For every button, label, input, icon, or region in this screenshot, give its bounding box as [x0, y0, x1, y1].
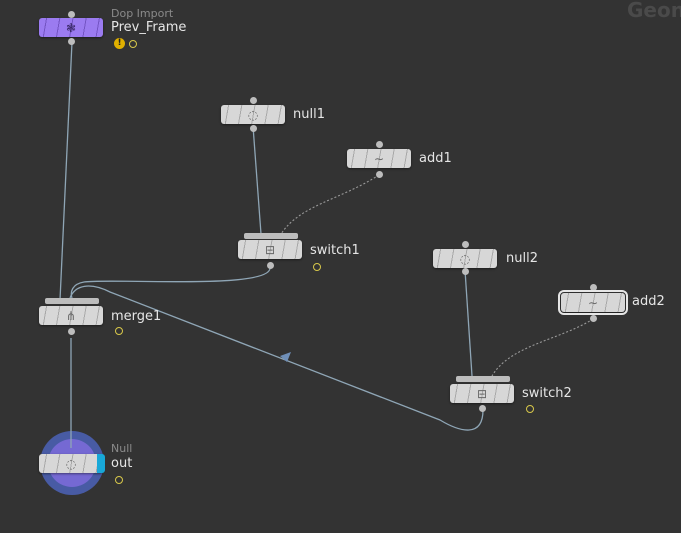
node-name-label[interactable]: Prev_Frame [111, 20, 187, 35]
bypass-flag-icon[interactable] [526, 405, 534, 413]
node-name-label[interactable]: switch1 [310, 243, 360, 258]
node-switch1[interactable]: ⊟ [238, 240, 302, 259]
network-context-label: Geon [627, 0, 681, 22]
switch-icon: ⊟ [264, 242, 276, 257]
node-merge1[interactable]: ⋔ [39, 306, 103, 325]
null-circle-icon: ◌ [247, 107, 259, 122]
node-name-label[interactable]: out [111, 456, 133, 471]
node-name-label[interactable]: null1 [293, 107, 325, 122]
node-type-label: Dop Import [111, 7, 174, 20]
dop-import-icon: ❃ [65, 20, 77, 35]
add-wave-icon: ∼ [373, 151, 385, 166]
node-out[interactable]: ◌ [39, 454, 103, 473]
display-flag-icon[interactable] [97, 454, 105, 473]
null2-input-port[interactable] [462, 241, 469, 248]
node-name-label[interactable]: merge1 [111, 309, 162, 324]
node-add2[interactable]: ∼ [558, 290, 628, 315]
switch1-output-port[interactable] [267, 262, 274, 269]
node-name-label[interactable]: null2 [506, 251, 538, 266]
null1-input-port[interactable] [250, 97, 257, 104]
node-null2[interactable]: ◌ [433, 249, 497, 268]
switch2-output-port[interactable] [479, 405, 486, 412]
switch-icon: ⊟ [476, 386, 488, 401]
bypass-flag-icon[interactable] [313, 263, 321, 271]
add1-output-port[interactable] [376, 171, 383, 178]
add2-output-port[interactable] [590, 315, 597, 322]
warning-icon[interactable]: ! [114, 38, 125, 49]
wire-null1-switch1[interactable] [252, 125, 262, 235]
null2-output-port[interactable] [462, 268, 469, 275]
merge1-input-bar[interactable] [45, 298, 99, 304]
node-null1[interactable]: ◌ [221, 105, 285, 124]
switch1-input-bar[interactable] [244, 233, 298, 239]
wire-prevframe-merge1[interactable] [59, 41, 73, 301]
prevframe-input-port[interactable] [68, 11, 75, 18]
merge-icon: ⋔ [65, 308, 77, 323]
bypass-flag-icon[interactable] [129, 40, 137, 48]
node-prev-frame[interactable]: ❃ [39, 18, 103, 37]
node-name-label[interactable]: add1 [419, 151, 452, 166]
node-name-label[interactable]: add2 [632, 294, 665, 309]
null-circle-icon: ◌ [65, 456, 77, 471]
null-circle-icon: ◌ [459, 251, 471, 266]
bypass-flag-icon[interactable] [115, 476, 123, 484]
add2-input-port[interactable] [590, 284, 597, 291]
node-switch2[interactable]: ⊟ [450, 384, 514, 403]
wire-direction-arrow-icon [280, 352, 291, 362]
switch2-input-bar[interactable] [456, 376, 510, 382]
wire-add2-switch2[interactable] [491, 318, 594, 377]
wire-add1-switch1[interactable] [280, 174, 380, 235]
add-wave-icon: ∼ [587, 295, 599, 310]
wire-switch2-merge1[interactable] [69, 285, 484, 431]
null1-output-port[interactable] [250, 125, 257, 132]
merge1-output-port[interactable] [68, 328, 75, 335]
prevframe-output-port[interactable] [68, 38, 75, 45]
node-type-label: Null [111, 442, 133, 455]
wire-null2-switch2[interactable] [464, 269, 473, 377]
add1-input-port[interactable] [376, 141, 383, 148]
bypass-flag-icon[interactable] [115, 327, 123, 335]
node-add1[interactable]: ∼ [347, 149, 411, 168]
wire-switch1-merge1[interactable] [70, 267, 271, 299]
node-name-label[interactable]: switch2 [522, 386, 572, 401]
